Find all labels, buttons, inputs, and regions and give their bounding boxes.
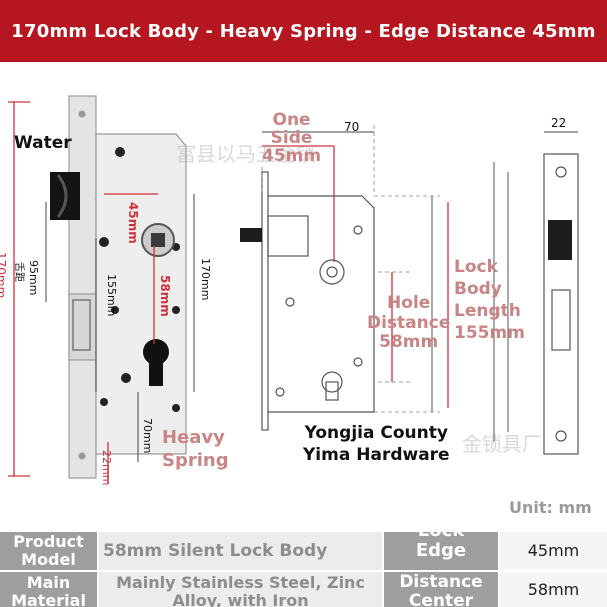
product-model-value: 58mm Silent Lock Body [99,532,382,570]
product-figure: 富县以马五金锁 金锁具厂 Water 95mm 舌距 170mm 45mm 58… [0,62,607,532]
lock-edge-header: Lock Edge [384,532,498,570]
dimension-170mm: 170mm [0,252,8,299]
heavy-spring-label: Heavy Spring [162,427,229,472]
technical-drawing-side [543,153,579,455]
dimension-22mm: 22mm [100,450,113,486]
product-model-header: Product Model [0,532,97,570]
lock-body-illustration [8,95,579,484]
dimension-22: 22 [551,116,567,130]
faceplate [68,95,97,479]
lock-edge-value: 45mm [500,532,607,570]
unit-label: Unit: mm [509,498,592,517]
dimension-58mm: 58mm [158,275,172,317]
distance-center-header: Distance Center [384,572,498,607]
dimension-95mm-note: 舌距 [13,262,24,282]
main-material-header: Main Material [0,572,97,607]
water-label: Water [14,133,72,153]
dimension-45mm: 45mm [126,202,140,244]
distance-center-value: 58mm [500,572,607,607]
spec-table: Product Model 58mm Silent Lock Body Lock… [0,532,607,607]
dimension-170mm-right: 170mm [199,258,212,301]
manufacturer-label: Yongjia County Yima Hardware [303,423,450,466]
title-banner: 170mm Lock Body - Heavy Spring - Edge Di… [0,0,607,62]
dimension-70: 70 [344,120,360,134]
one-side-45mm-label: One Side 45mm [262,110,322,166]
technical-drawing-front [261,171,375,431]
watermark-text: 金锁具厂 [462,432,542,456]
banner-title: 170mm Lock Body - Heavy Spring - Edge Di… [11,20,596,42]
dimension-95mm: 95mm [27,260,40,296]
main-material-value: Mainly Stainless Steel, Zinc Alloy, with… [99,572,382,607]
lock-body-length-label: Lock Body Length 155mm [454,257,525,344]
hole-distance-label: Hole Distance 58mm [367,293,451,353]
lock-case [95,133,187,455]
dimension-155mm: 155mm [105,274,118,317]
watermark-text: 富县以马五金锁 [176,142,316,166]
dimension-70mm: 70mm [141,418,154,454]
